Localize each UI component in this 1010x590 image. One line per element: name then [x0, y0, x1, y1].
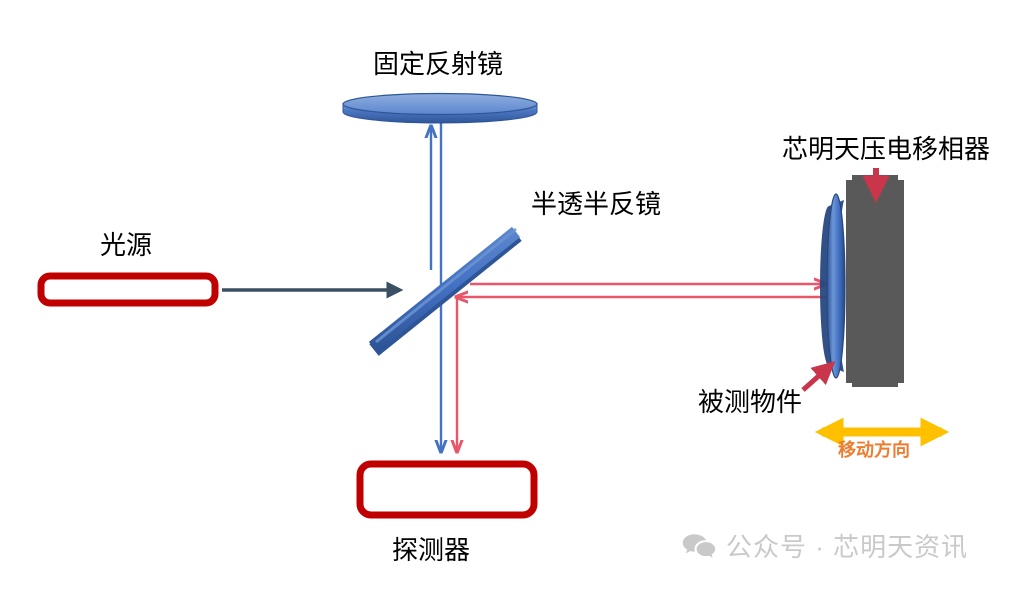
label-fixed-mirror: 固定反射镜: [373, 49, 504, 79]
test-object-callout-arrow: [801, 361, 836, 392]
label-move-direction: 移动方向: [838, 440, 910, 460]
wechat-icon: [682, 533, 716, 561]
measure-beam: [456, 284, 826, 452]
label-light-source: 光源: [100, 230, 153, 260]
piezo-phase-shifter-body: [846, 175, 904, 387]
label-test-object: 被测物件: [698, 387, 803, 417]
label-beam-splitter: 半透半反镜: [531, 189, 662, 219]
watermark-text: 公众号 · 芯明天资讯: [726, 532, 969, 562]
beam-splitter-body: [368, 226, 522, 356]
label-phase-shifter: 芯明天压电移相器: [782, 134, 991, 164]
label-detector: 探测器: [392, 535, 471, 565]
fixed-mirror-body: [342, 92, 538, 124]
detector-body: [356, 460, 538, 519]
test-object-body: [820, 193, 846, 379]
light-source-body: [37, 272, 219, 307]
watermark: 公众号 · 芯明天资讯: [682, 533, 968, 561]
